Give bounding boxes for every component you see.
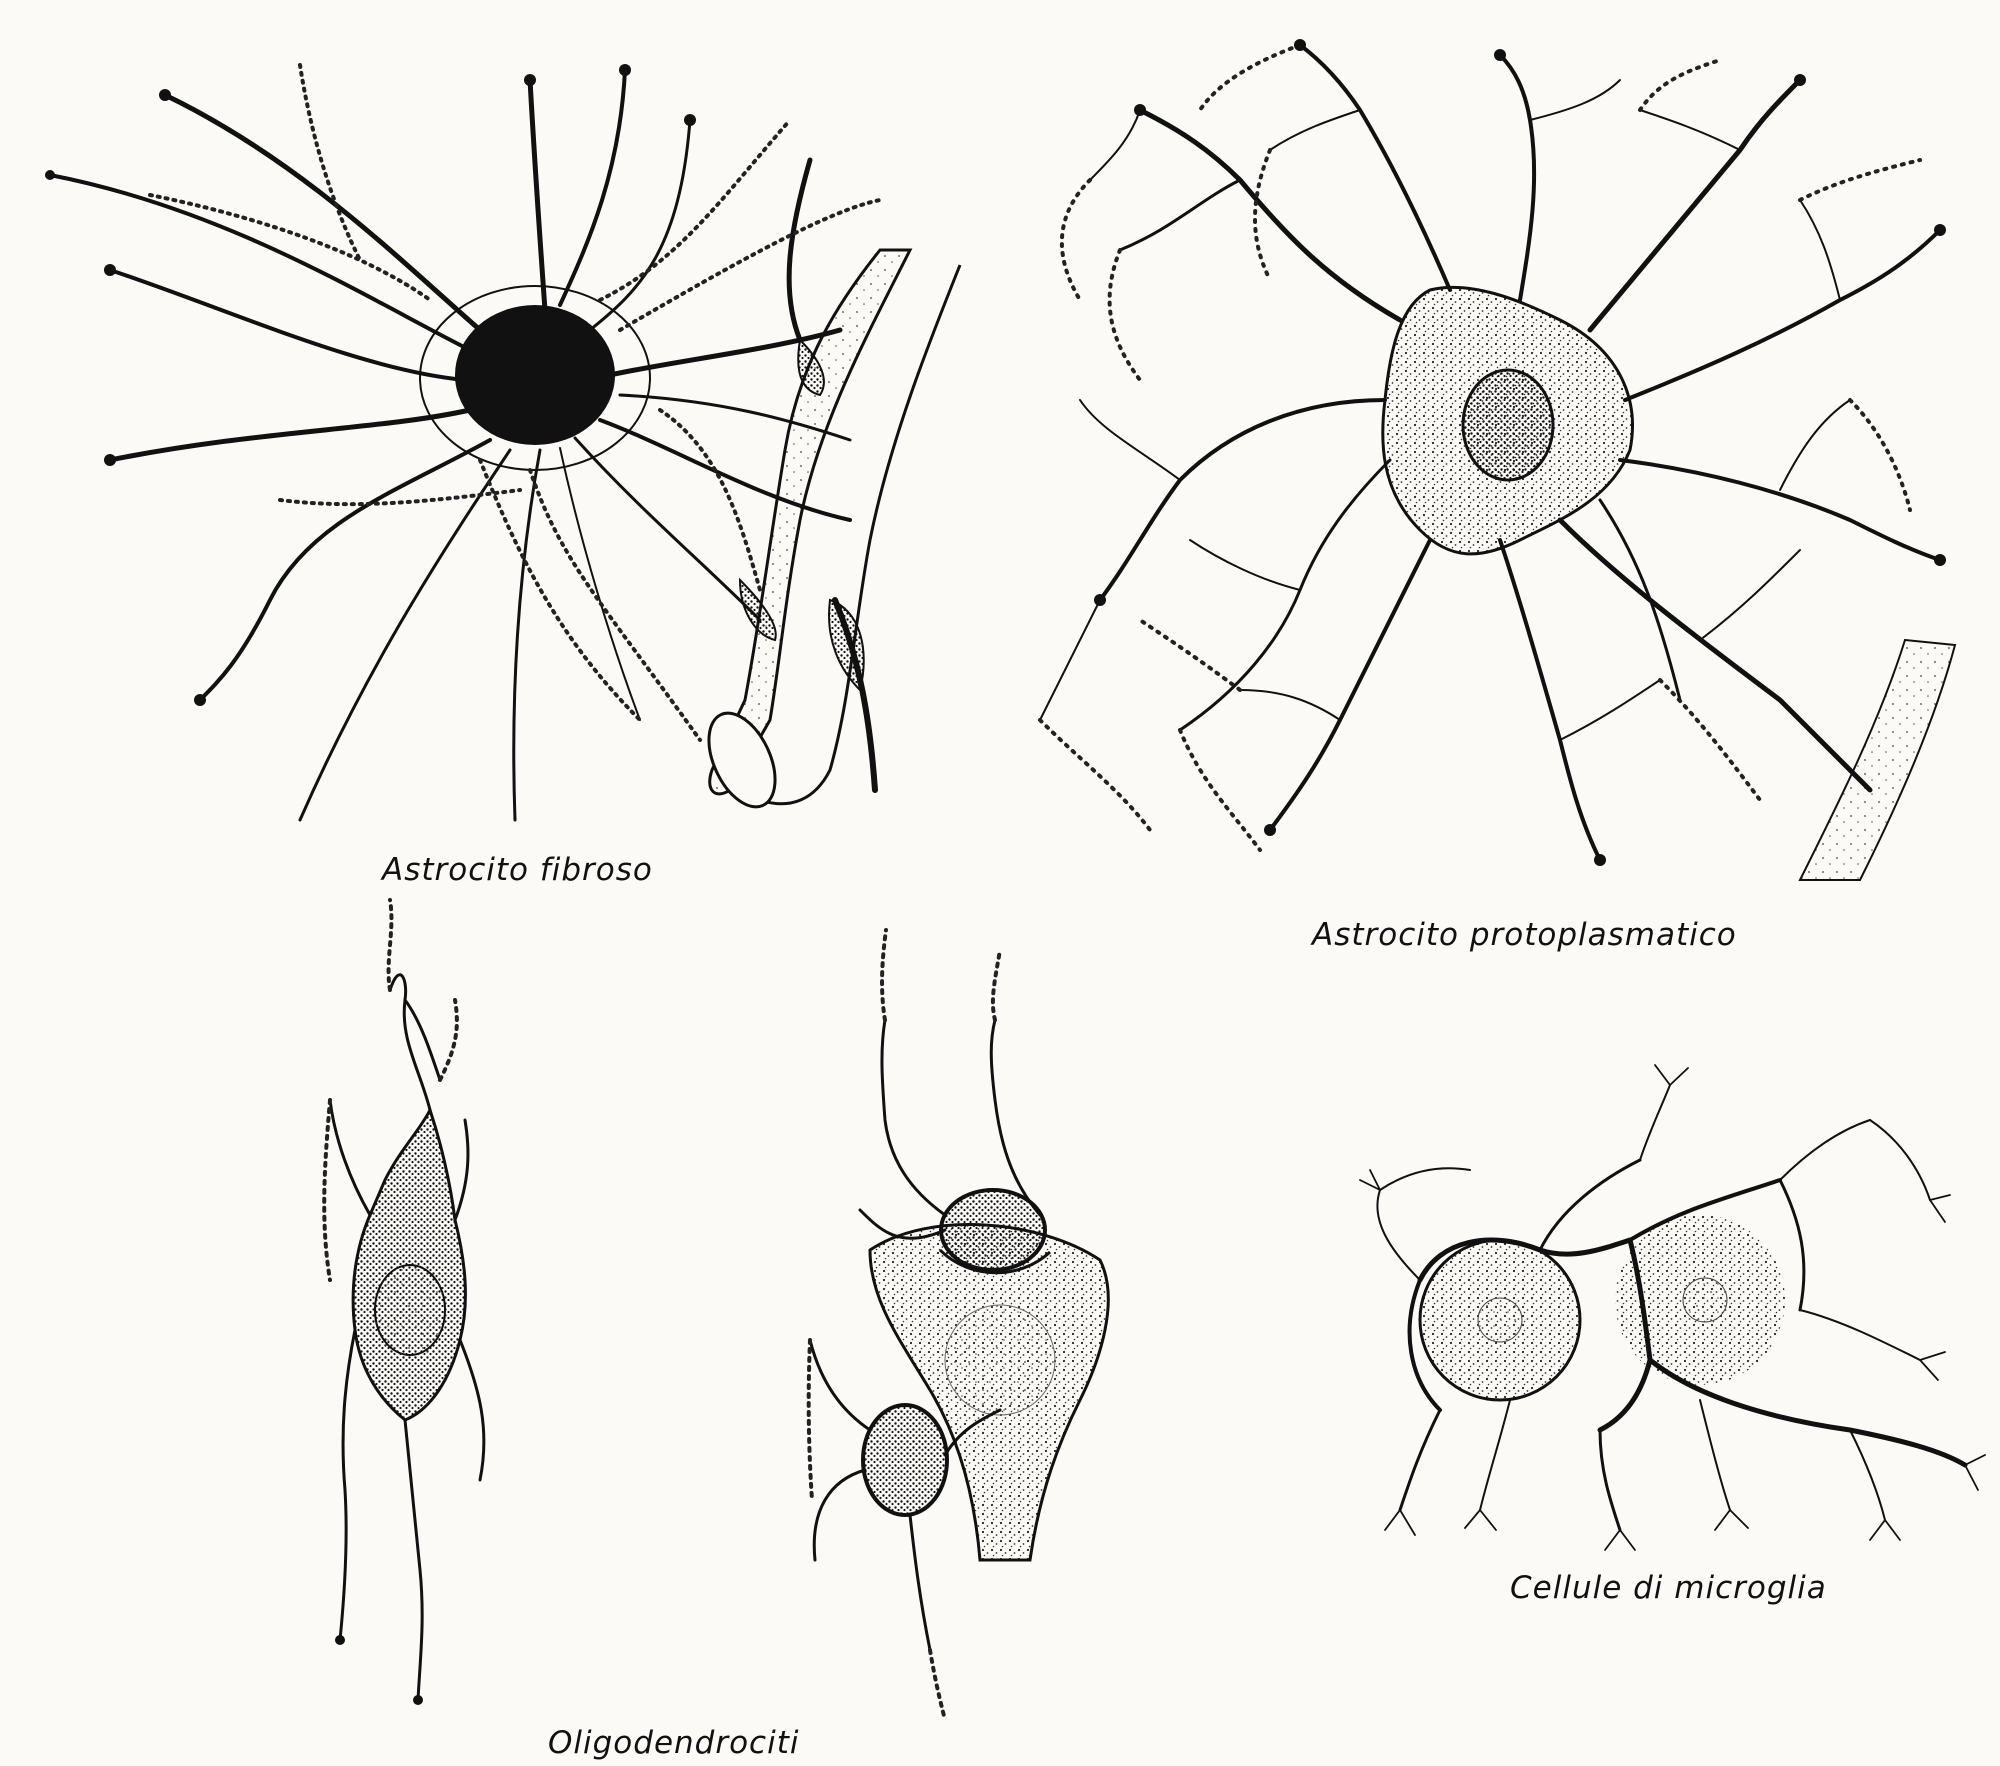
microglia-cells [1359, 1064, 1986, 1551]
protoplasmic-astrocyte [1038, 43, 1957, 881]
oligodendrocyte-satellite-beaded-processes [806, 928, 1002, 1722]
oligodendrocyte-satellite-processes [808, 1018, 1042, 1652]
oligodendrocyte-left-beaded-processes [322, 898, 459, 1282]
protoplasmic-astrocyte-processes [1039, 43, 1942, 862]
microglia-processes [1376, 1084, 1968, 1532]
protoplasmic-astrocyte-fine-processes [1038, 43, 1922, 852]
blood-vessel [1798, 638, 1957, 881]
process-varicosities [45, 39, 1946, 1705]
vascular-endfeet [738, 337, 865, 692]
caption-oligodendrocytes: Oligodendrociti [548, 1725, 800, 1761]
caption-microglia: Cellule di microglia [1510, 1570, 1827, 1606]
protoplasmic-astrocyte-body [1381, 285, 1634, 556]
oligodendrocytes-satellite [806, 928, 1110, 1722]
blood-vessel [707, 248, 962, 809]
caption-fibrous-astrocyte: Astrocito fibroso [382, 852, 653, 888]
fibrous-astrocyte [48, 63, 962, 822]
caption-protoplasmic-astrocyte: Astrocito protoplasmatico [1312, 917, 1737, 953]
oligodendrocyte-left-processes [328, 973, 486, 1702]
fibrous-astrocyte-dotted-fibrils [148, 63, 882, 742]
microglia-fine-branches [1359, 1064, 1986, 1551]
oligodendrocyte-left [322, 898, 486, 1702]
